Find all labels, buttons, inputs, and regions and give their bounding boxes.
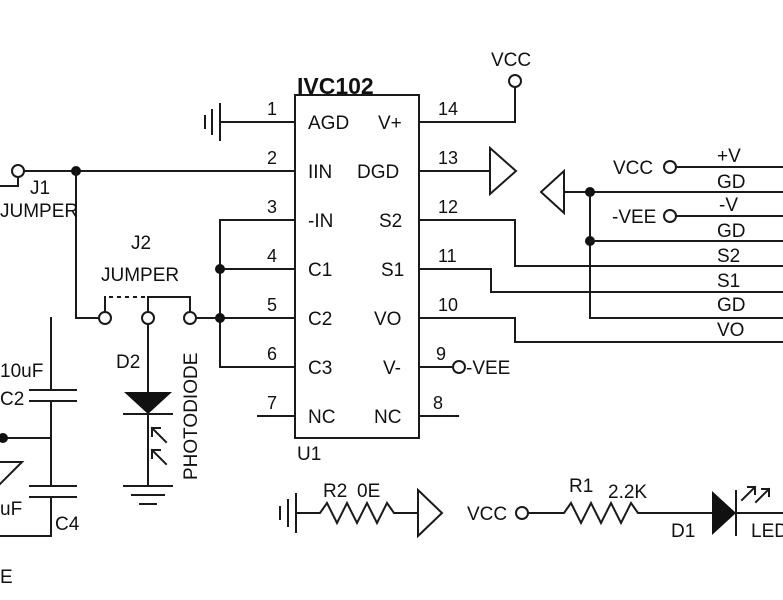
pin-6-name: C3 xyxy=(308,358,332,379)
photodiode-d2: D2 PHOTODIODE xyxy=(116,352,202,505)
right-pins: 14 13 12 11 10 9 8 V+ DGD S2 S1 VO V- NC xyxy=(357,99,491,428)
vcc-conn-label: VCC xyxy=(613,158,653,179)
pin-5-num: 5 xyxy=(267,295,277,315)
ground-symbol-d2 xyxy=(123,485,173,505)
pin-6-num: 6 xyxy=(267,344,277,364)
conn-signal-8: VO xyxy=(717,320,744,341)
vee-pin9: -VEE xyxy=(452,358,510,379)
pin-12-name: S2 xyxy=(379,211,402,232)
cap-10uf-label: 10uF xyxy=(0,361,43,382)
conn-signal-2: GD xyxy=(717,172,746,193)
photodiode-triangle xyxy=(124,392,172,414)
d2-label: D2 xyxy=(116,352,140,373)
vee-pin9-label: -VEE xyxy=(466,358,510,379)
gnd-flag-triangle xyxy=(539,168,565,216)
pin-4-name: C1 xyxy=(308,260,332,281)
r1-value: 2.2K xyxy=(608,482,647,503)
vee-conn-terminal xyxy=(663,209,677,223)
pin-9-num: 9 xyxy=(436,344,446,364)
led-circuit: VCC R1 2.2K D1 LED xyxy=(467,476,783,542)
vcc-conn-terminal xyxy=(663,160,677,174)
j2-pin-1 xyxy=(98,311,112,325)
left-pins: 1 2 3 4 5 6 7 AGD IIN -IN C1 C2 C3 NC xyxy=(219,99,349,428)
dgd-flag xyxy=(489,145,518,197)
j2-pin-3 xyxy=(183,311,197,325)
resistor-r2: R2 0E xyxy=(279,481,444,539)
pin-9-name: V- xyxy=(383,358,401,379)
pin-7-name: NC xyxy=(308,407,335,428)
jumper-cut-label: JUMPER xyxy=(0,201,78,222)
pin-7-num: 7 xyxy=(267,393,277,413)
pin-13-name: DGD xyxy=(357,162,399,183)
bottom-left-e-label: E xyxy=(0,567,13,588)
iin-net: J1 JUMPER xyxy=(0,164,221,319)
photodiode-label: PHOTODIODE xyxy=(181,353,202,480)
vcc-r1-label: VCC xyxy=(467,504,507,525)
r1-label: R1 xyxy=(569,476,593,497)
ic-body xyxy=(294,94,420,439)
led-label: LED xyxy=(751,521,783,542)
pin-12-num: 12 xyxy=(438,197,458,217)
j1-terminal xyxy=(11,164,25,178)
r2-label: R2 xyxy=(323,481,347,502)
j2-jumper: J2 JUMPER xyxy=(98,233,197,393)
j2-pin-2 xyxy=(141,311,155,325)
dgd-flag-triangle xyxy=(489,145,518,197)
ground-symbol-agd xyxy=(204,103,221,141)
ic-ref: U1 xyxy=(297,444,321,465)
jumper2-label: JUMPER xyxy=(101,265,179,286)
cap-c2-c4-area: 10uF C2 uF C4 E xyxy=(0,317,80,588)
cap-select-bus xyxy=(195,219,225,368)
pin-11-name: S1 xyxy=(381,260,404,281)
cap-uf-label: uF xyxy=(0,499,22,520)
pin-11-num: 11 xyxy=(438,246,457,266)
pin-14-name: V+ xyxy=(378,113,402,134)
vee-terminal xyxy=(452,360,466,374)
light-arrows-icon xyxy=(150,426,168,466)
output-connector: VCC +V GD -VEE -V GD S2 S1 GD VO xyxy=(461,146,783,343)
pin-10-num: 10 xyxy=(438,295,458,315)
pin-4-num: 4 xyxy=(267,246,277,266)
pin-14-num: 14 xyxy=(438,99,458,119)
vcc-top: VCC xyxy=(461,50,531,123)
vcc-r1-terminal xyxy=(515,506,529,520)
r2-flag-triangle xyxy=(417,487,444,539)
vcc-top-label: VCC xyxy=(491,50,531,71)
r2-value: 0E xyxy=(357,481,380,502)
pin-3-name: -IN xyxy=(308,211,333,232)
c2-label: C2 xyxy=(0,389,24,410)
ground-symbol-r2 xyxy=(279,493,297,533)
pin-8-num: 8 xyxy=(433,393,443,413)
pin-8-name: NC xyxy=(374,407,401,428)
ic-u1: IVC102 U1 1 2 3 4 5 6 7 AGD IIN -IN C1 C… xyxy=(219,73,491,465)
conn-signal-4: GD xyxy=(717,221,746,242)
pin-10-name: VO xyxy=(374,309,401,330)
conn-signal-6: S1 xyxy=(717,271,740,292)
conn-signal-3: -V xyxy=(719,195,738,216)
vee-conn-label: -VEE xyxy=(612,207,656,228)
led-light-arrows-icon xyxy=(740,485,771,504)
pin-5-name: C2 xyxy=(308,309,332,330)
pin-13-num: 13 xyxy=(438,148,458,168)
pin-2-name: IIN xyxy=(308,162,332,183)
d1-label: D1 xyxy=(671,521,695,542)
led-triangle xyxy=(712,491,736,535)
j1-label: J1 xyxy=(30,178,50,199)
c4-label: C4 xyxy=(55,514,80,535)
ic-title: IVC102 xyxy=(297,73,374,99)
pin-2-num: 2 xyxy=(267,148,277,168)
pin-1-num: 1 xyxy=(267,99,277,119)
pin-1-name: AGD xyxy=(308,113,349,134)
conn-signal-1: +V xyxy=(717,146,741,167)
conn-signal-7: GD xyxy=(717,295,746,316)
pin-3-num: 3 xyxy=(267,197,277,217)
j2-label: J2 xyxy=(131,233,151,254)
conn-signal-5: S2 xyxy=(717,246,740,267)
vcc-terminal xyxy=(508,74,522,88)
